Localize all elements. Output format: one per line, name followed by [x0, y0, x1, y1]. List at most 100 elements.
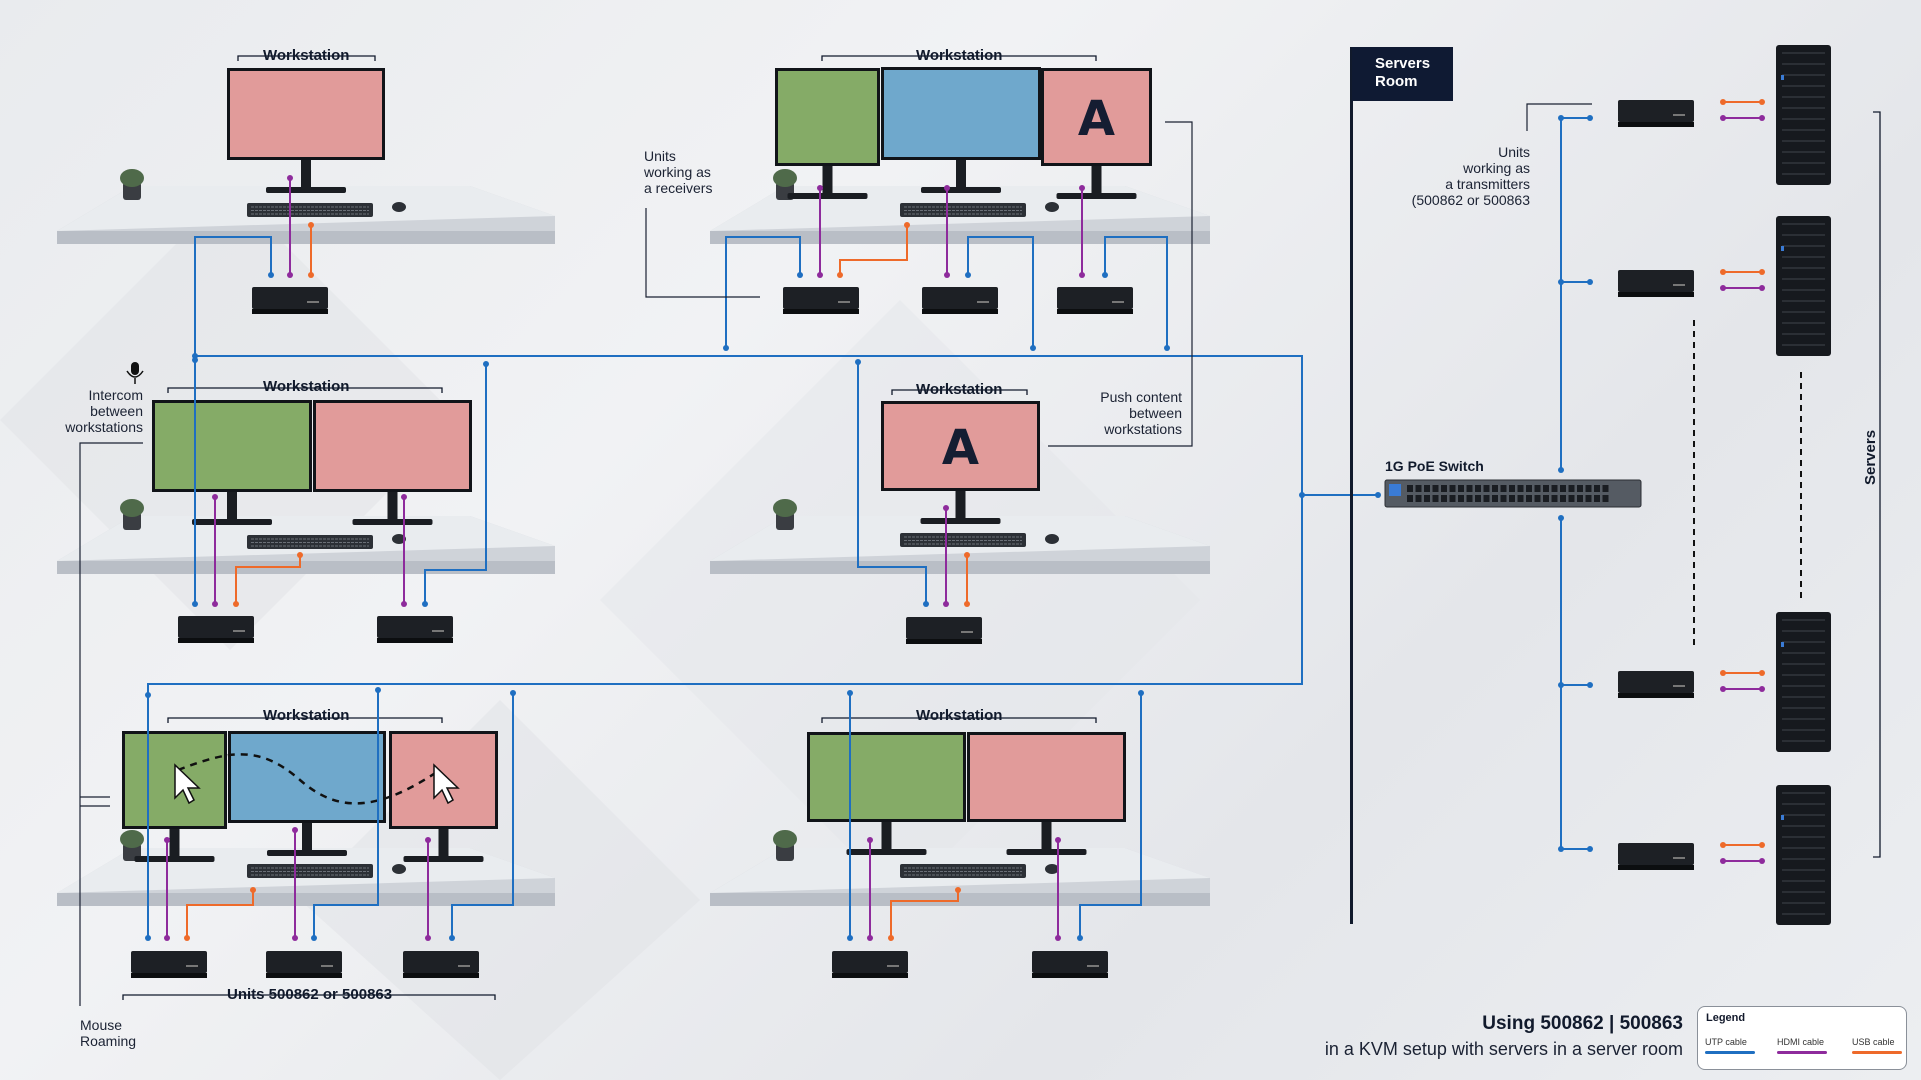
server-tower-2-led — [1781, 246, 1784, 251]
tx-unit-2-led — [1673, 284, 1685, 286]
utp-ws2-3 — [1104, 236, 1168, 348]
hdmi-ws3-2-end2 — [401, 494, 407, 500]
ws6-monitor-left-screen — [810, 735, 963, 819]
ws5-plant-leaves — [120, 830, 144, 848]
utp-ws1-end — [268, 272, 274, 278]
hdmi-ws2-1-end — [817, 272, 823, 278]
ws3-monitor-left-neck — [227, 492, 237, 522]
ws1-bracket — [237, 55, 376, 61]
ws3-unit-1-led — [233, 630, 245, 632]
ws3-plant-leaves — [120, 499, 144, 517]
poe-switch-port — [1458, 495, 1464, 502]
poe-switch-port — [1526, 495, 1532, 502]
server-tower-1-body — [1776, 45, 1831, 185]
poe-switch-port — [1551, 485, 1558, 492]
ws1-plant-pot — [123, 182, 141, 200]
poe-switch-port — [1475, 495, 1481, 502]
poe-switch-port — [1441, 495, 1447, 502]
utp-ws3-1-end2 — [192, 357, 198, 363]
ws1-unit-body — [252, 287, 328, 309]
ws5-unit-1-led — [186, 965, 198, 967]
ws4-unit-base — [906, 639, 982, 644]
utp-ws5-2 — [313, 690, 379, 938]
poe-switch-module — [1389, 484, 1401, 496]
hdmi-ws6-2-end — [1055, 935, 1061, 941]
poe-switch-port — [1602, 485, 1609, 492]
mouse-roaming-path — [177, 753, 441, 805]
hdmi-ws2-3-end — [1079, 272, 1085, 278]
workstation-title-5: Workstation — [263, 707, 350, 724]
usb-ws5 — [186, 890, 254, 938]
units-model-label: Units 500862 or 500863 — [227, 986, 393, 1003]
ws6-monitor-left-stand — [846, 849, 927, 855]
utp-node — [1587, 682, 1593, 688]
server-tower-4-body — [1776, 785, 1831, 925]
ws6-unit-2-body — [1032, 951, 1108, 973]
utp-ws5-1-end2 — [145, 692, 151, 698]
legend-utp-line — [1705, 1051, 1755, 1054]
ws1-unit-led — [307, 301, 319, 303]
poe-switch-port — [1602, 495, 1609, 502]
hdmi-ws3-1-end — [212, 601, 218, 607]
ws3-mouse — [392, 534, 406, 544]
utp-node — [1587, 279, 1593, 285]
workstation-title-4: Workstation — [916, 381, 1003, 398]
poe-switch-port — [1585, 495, 1592, 502]
utp-ws2-3-end — [1102, 272, 1108, 278]
poe-switch-port — [1492, 495, 1498, 502]
utp-node — [1587, 846, 1593, 852]
poe-switch-port — [1568, 495, 1575, 502]
ws2-monitor-right-stand — [1056, 193, 1137, 199]
poe-switch-port — [1568, 485, 1575, 492]
poe-switch-port — [1594, 485, 1600, 492]
ws3-bracket — [167, 387, 443, 393]
ws5-monitor-right-neck — [438, 829, 449, 859]
utp-ws4-end2 — [855, 359, 861, 365]
ws3-monitor-right-screen — [316, 403, 469, 489]
ws4-monitor-stand — [920, 518, 1001, 524]
poe-switch-port — [1432, 485, 1439, 492]
leader-transmitters — [1526, 103, 1592, 131]
usb-tx-4-end2 — [1759, 842, 1765, 848]
poe-switch-port — [1415, 495, 1422, 502]
utp-ws5-3-end2 — [510, 690, 516, 696]
cursor-right-icon — [433, 763, 460, 805]
ws5-monitor-center-neck — [302, 823, 312, 853]
ws4-monitor-letter: A — [942, 420, 979, 476]
hdmi-ws3-2-end — [401, 601, 407, 607]
utp-ws3-2-end2 — [483, 361, 489, 367]
poe-switch-port — [1534, 485, 1541, 492]
hdmi-ws2-1-end2 — [817, 185, 823, 191]
hdmi-ws5-3-end — [425, 935, 431, 941]
ws5-unit-3-led — [458, 965, 470, 967]
ws5-desk-edge — [57, 893, 555, 906]
poe-switch-port — [1500, 495, 1507, 502]
legend-hdmi-line — [1777, 1051, 1827, 1054]
usb-ws1-end2 — [308, 222, 314, 228]
utp-ws2-2-end — [965, 272, 971, 278]
utp-switch-down — [1560, 518, 1590, 850]
server-tower-1-led — [1781, 75, 1784, 80]
server-tower-3-body — [1776, 612, 1831, 752]
poe-switch-port — [1509, 485, 1515, 492]
ws6-monitor-left-neck — [881, 822, 892, 852]
tx-unit-1-led — [1673, 114, 1685, 116]
utp-ws4-end — [923, 601, 929, 607]
ws5-unit-3-body — [403, 951, 479, 973]
usb-ws2-end2 — [904, 222, 910, 228]
utp-ws3-1-end — [192, 601, 198, 607]
poe-switch-port — [1415, 485, 1422, 492]
hdmi-tx-4-end — [1720, 858, 1726, 864]
ws4-bracket — [891, 389, 1028, 395]
ws1-monitor-screen — [230, 71, 382, 157]
utp-ws2-2 — [967, 236, 1034, 348]
hdmi-ws4-end — [943, 601, 949, 607]
ws6-bracket — [821, 717, 1097, 723]
usb-tx-3-end — [1720, 670, 1726, 676]
utp-ws5-3-end — [449, 935, 455, 941]
ws6-plant-pot — [776, 843, 794, 861]
ws5-monitor-right-stand — [403, 856, 484, 862]
leader-receivers — [645, 208, 760, 298]
ws6-monitor-right-stand — [1006, 849, 1087, 855]
